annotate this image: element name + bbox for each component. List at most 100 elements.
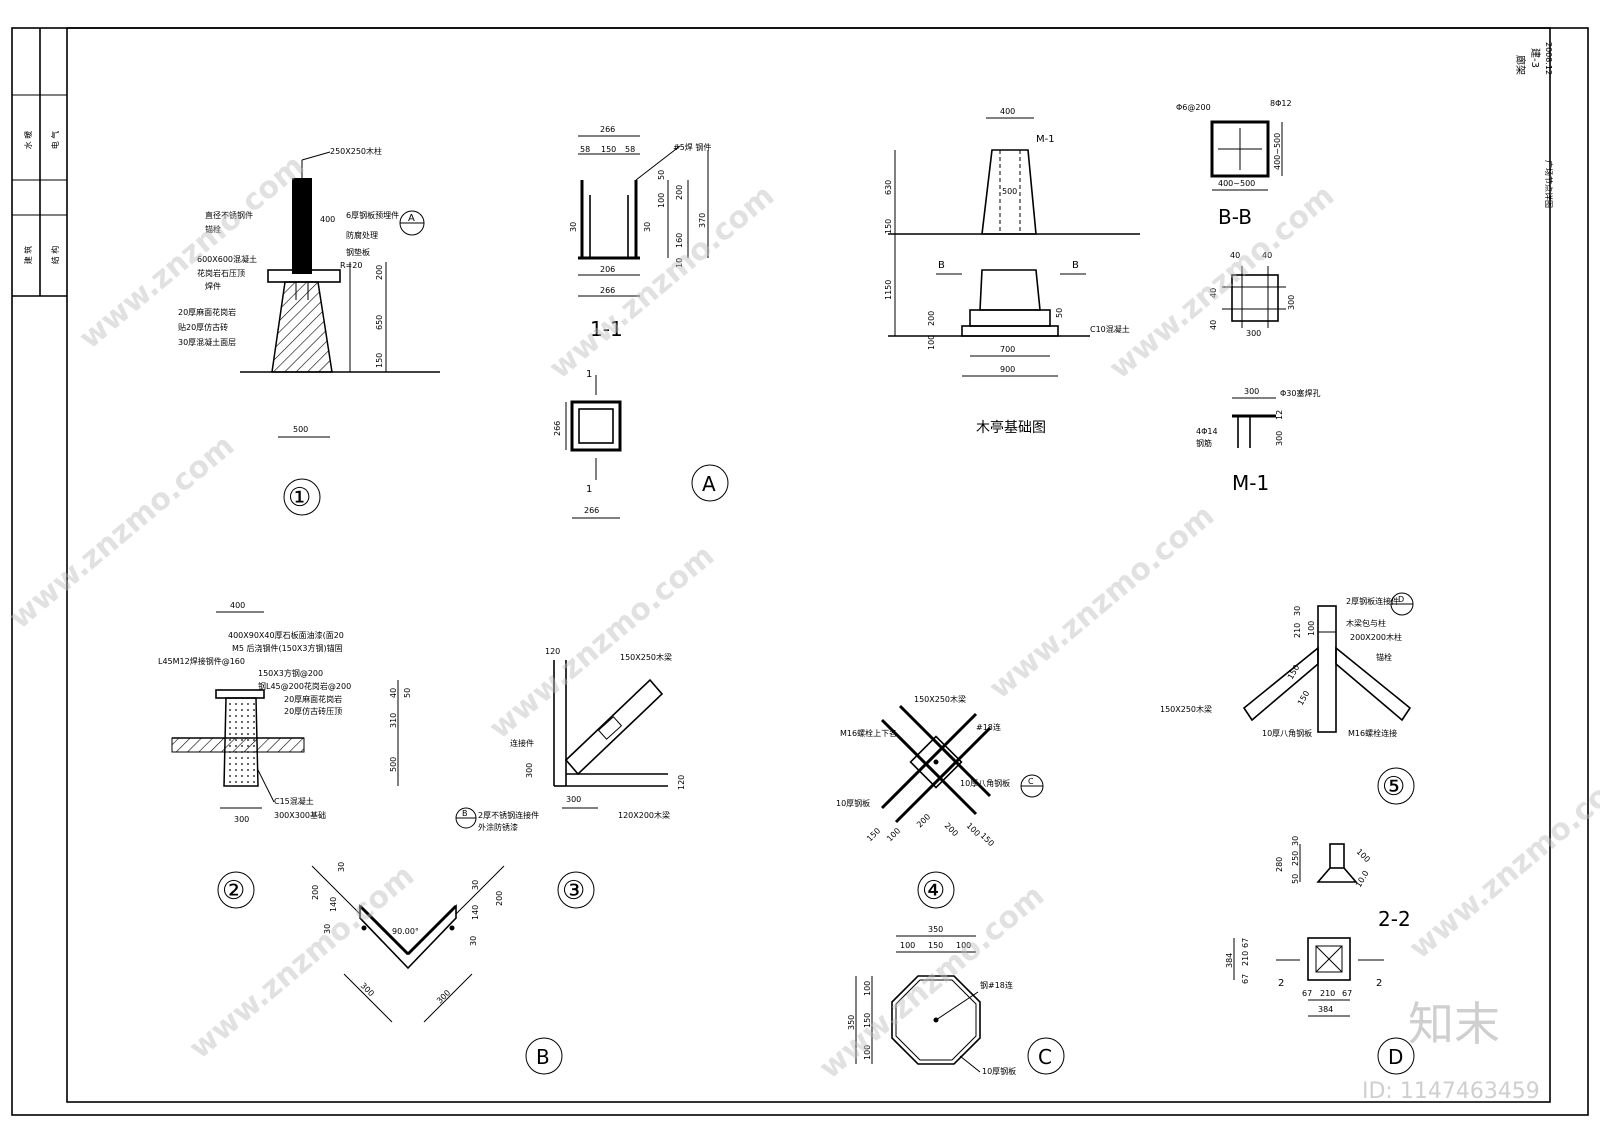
m1-dim-1: 12 xyxy=(1275,410,1284,420)
d3-note-1: 连接件 xyxy=(510,738,534,748)
d5-dim-4: 150 xyxy=(1296,689,1311,707)
d1-note-r2: 钢垫板 xyxy=(346,247,370,257)
dc-dim-0: 350 xyxy=(928,925,943,934)
detail-c: 350 100 150 100 350 100 150 100 钢#18连 10… xyxy=(847,925,1065,1076)
dc-marker: C xyxy=(1038,1045,1052,1069)
d1-dim-650: 650 xyxy=(375,315,384,330)
d4-note-3: 10厚钢板 xyxy=(836,798,870,808)
title-cell-4: 结 构 xyxy=(50,246,60,265)
d2-marker: ② xyxy=(222,876,245,906)
d5-note-3: 锚栓 xyxy=(1376,652,1392,662)
d1-r-note: R=20 xyxy=(340,261,362,270)
d4-dim-2: 150 xyxy=(865,826,882,843)
d11-dim-6: 370 xyxy=(698,213,707,228)
sheet-number: 建-3 xyxy=(1529,48,1542,68)
d1-note-l7: 30厚混凝土面层 xyxy=(178,337,236,347)
pav-section-b-right: B xyxy=(1072,260,1079,271)
db-dim-4: 30 xyxy=(471,880,480,890)
d5-note-4: 150X250木梁 xyxy=(1160,704,1212,714)
plate-dim-4: 300 xyxy=(1287,295,1296,310)
da-dim-bottom: 266 xyxy=(584,506,599,515)
dd-dim-10: 67 xyxy=(1302,989,1312,998)
pav-dim-700: 700 xyxy=(1000,345,1015,354)
db-dim-3: 30 xyxy=(323,924,332,934)
dd-dim-6: 384 xyxy=(1225,953,1234,968)
inner-frame xyxy=(66,27,1551,1103)
pav-dim-900: 900 xyxy=(1000,365,1015,374)
d3-marker: ③ xyxy=(562,876,585,906)
dd-dim-13: 384 xyxy=(1318,1005,1333,1014)
d4-dim-1: 200 xyxy=(915,812,932,829)
title-cell-1: 水 暖 xyxy=(23,131,33,150)
db-dim-5: 140 xyxy=(471,905,480,920)
right-strip: 廊架 建-3 2008.12 广场节点详图 xyxy=(1514,42,1554,208)
d2-dim-50: 50 xyxy=(403,688,412,698)
dc-dim-4: 350 xyxy=(847,1015,856,1030)
dd-dim-11: 210 xyxy=(1320,989,1335,998)
pav-dim-400: 400 xyxy=(1000,107,1015,116)
wm-8: www.znzmo.com xyxy=(1403,758,1600,966)
d2-note-1: M5 后浇钢件(150X3方钢)锚固 xyxy=(232,643,343,653)
wm-5: www.znzmo.com xyxy=(483,538,721,746)
detail-m1: 300 12 300 Φ30塞焊孔 4Φ14 钢筋 M-1 xyxy=(1196,387,1320,495)
d3-note-2: 120X200木梁 xyxy=(618,810,670,820)
d4-note-4: 10厚八角钢板 xyxy=(960,778,1010,788)
wm-4: www.znzmo.com xyxy=(3,428,241,636)
detail-1: 250X250木柱 A 400 R=20 200 650 150 500 直径不… xyxy=(178,146,440,516)
wm-7: www.znzmo.com xyxy=(813,878,1051,1086)
da-marker: A xyxy=(702,472,716,496)
d4-dim-5: 150 xyxy=(979,831,996,848)
db-marker: B xyxy=(536,1045,550,1069)
dd-dim-4: 100 xyxy=(1355,847,1372,864)
d1-note-l5: 20厚麻面花岗岩 xyxy=(178,307,236,317)
pavilion-foundation: 400 M-1 630 150 1150 200 100 50 500 B B … xyxy=(884,107,1140,436)
d1-note-r0: 6厚钢板预埋件 xyxy=(346,210,399,220)
d5-dim-2: 100 xyxy=(1307,621,1316,636)
detail-bb: Φ6@200 8Φ12 400~500 400~500 B-B xyxy=(1176,99,1292,229)
d1-ref: A xyxy=(408,213,415,224)
m1-dim-2: 300 xyxy=(1275,431,1284,446)
wm-6: www.znzmo.com xyxy=(983,498,1221,706)
title-cell-3: 建 筑 xyxy=(23,246,33,265)
dd-dim-0: 30 xyxy=(1291,836,1300,846)
db-dim-2: 140 xyxy=(329,897,338,912)
detail-5: 2厚钢板连接件 木梁包与柱 200X200木柱 锚栓 150X250木梁 10厚… xyxy=(1160,592,1415,805)
d1-note-l3: 花岗岩石压顶 xyxy=(197,268,245,278)
d4-marker: ④ xyxy=(922,876,945,906)
d1-dim-150: 150 xyxy=(375,353,384,368)
dc-dim-7: 100 xyxy=(863,1045,872,1060)
dd-dim-7: 67 xyxy=(1241,938,1250,948)
d1-dim-400: 400 xyxy=(320,215,335,224)
pav-m1: M-1 xyxy=(1036,134,1055,145)
dd-dim-5: 10.0 xyxy=(1354,869,1371,889)
d1-marker: ① xyxy=(288,483,311,513)
title-block: 水 暖 电 气 建 筑 结 构 xyxy=(12,28,67,297)
plate-dim-2: 40 xyxy=(1209,288,1218,298)
dd-section-r: 2 xyxy=(1376,978,1382,989)
d3-dim-3: 120 xyxy=(677,775,686,790)
dc-note-0: 钢#18连 xyxy=(980,980,1013,990)
d2-note-4: 钢L45@200花岗岩@200 xyxy=(258,681,351,691)
db-dim-7: 200 xyxy=(495,891,504,906)
d3-ref: B xyxy=(462,809,468,818)
detail-1-1: 266 58 150 58 200 100 370 160 10 206 266… xyxy=(569,125,711,341)
dd-dim-12: 67 xyxy=(1342,989,1352,998)
d11-dim-3: 58 xyxy=(625,145,635,154)
pav-dim-630: 630 xyxy=(884,180,893,195)
d11-label: 1-1 xyxy=(590,317,623,341)
bb-note-1: 8Φ12 xyxy=(1270,99,1292,108)
d2-dim-300: 300 xyxy=(234,815,249,824)
dc-dim-1: 100 xyxy=(900,941,915,950)
detail-4: 150X250木梁 #18连 M16螺栓上下各 10厚钢板 10厚八角钢板 10… xyxy=(836,694,1044,909)
pav-dim-200: 200 xyxy=(927,311,936,326)
plate-dim-1: 40 xyxy=(1262,251,1272,260)
d5-dim-3: 150 xyxy=(1286,663,1301,681)
bb-dim-1: 400~500 xyxy=(1273,133,1282,170)
db-dim-0: 200 xyxy=(311,885,320,900)
d4-dim-0: 100 xyxy=(885,826,902,843)
d1-note-l6: 贴20厚仿古砖 xyxy=(178,322,228,332)
d2-note-0: 400X90X40厚石板面油漆(面20 xyxy=(228,630,344,640)
d4-note-0: 150X250木梁 xyxy=(914,694,966,704)
d4-dim-3: 200 xyxy=(943,821,960,838)
dd-label-22: 2-2 xyxy=(1378,907,1411,931)
